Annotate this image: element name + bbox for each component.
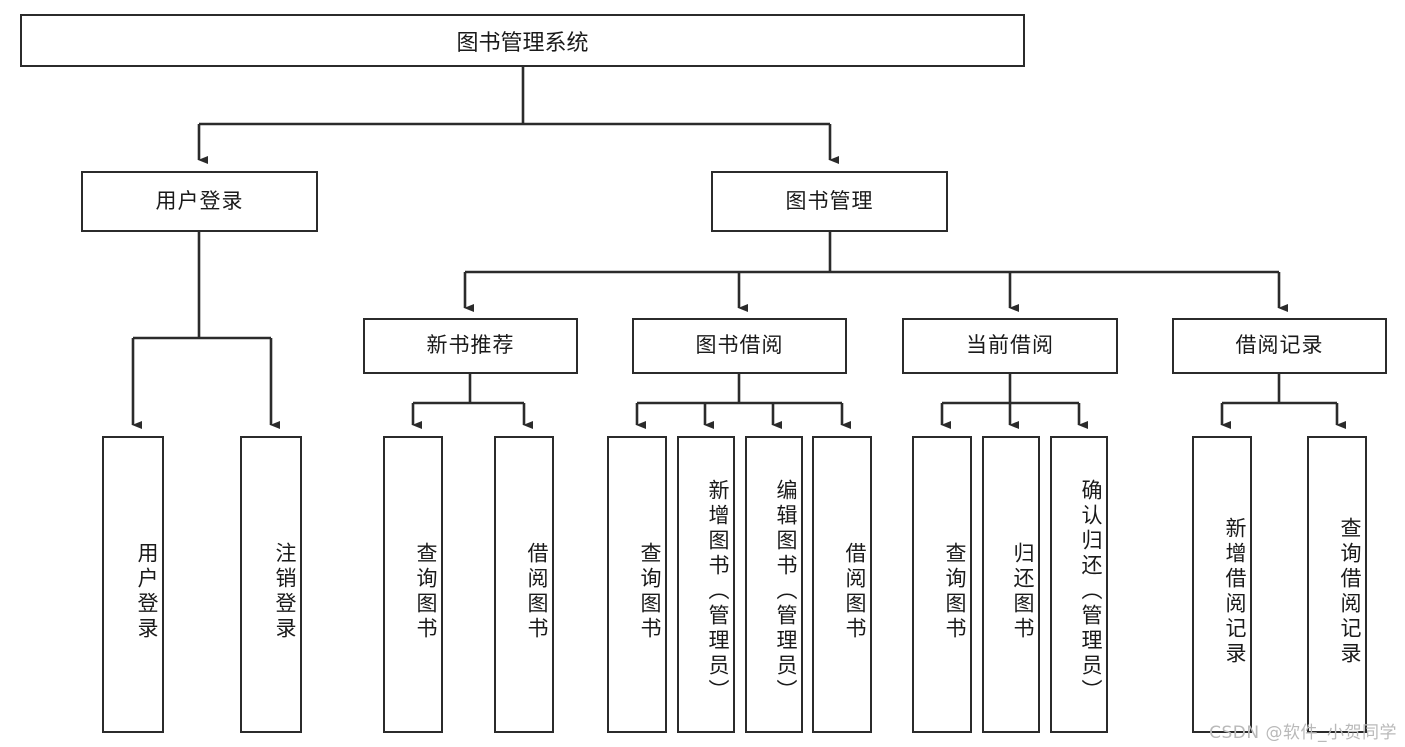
node-label: 当前借阅 (966, 333, 1054, 358)
node-label: 查询图书 (943, 541, 967, 642)
node-root-book-management-system[interactable]: 图书管理系统 (20, 14, 1025, 67)
leaf-new-book-query-book[interactable]: 查询图书 (383, 436, 443, 733)
node-label: 借阅图书 (525, 541, 549, 642)
node-label: 确认归还（管理员） (1079, 479, 1103, 704)
leaf-book-borrow-add-book-admin[interactable]: 新增图书（管理员） (677, 436, 735, 733)
node-label: 查询图书 (638, 541, 662, 642)
node-label: 图书管理系统 (456, 30, 589, 56)
watermark-text: CSDN @软件_小贺同学 (1209, 723, 1397, 743)
node-label: 图书借阅 (695, 333, 784, 358)
leaf-book-borrow-borrow-book[interactable]: 借阅图书 (812, 436, 872, 733)
node-label: 借阅记录 (1235, 333, 1324, 358)
leaf-user-login-logout[interactable]: 注销登录 (240, 436, 302, 733)
leaf-current-borrow-query-book[interactable]: 查询图书 (912, 436, 972, 733)
node-borrow-record[interactable]: 借阅记录 (1172, 318, 1387, 374)
leaf-new-book-borrow-book[interactable]: 借阅图书 (494, 436, 554, 733)
node-label: 新增图书（管理员） (706, 479, 730, 704)
node-label: 新增借阅记录 (1223, 516, 1247, 667)
node-label: 图书管理 (785, 188, 874, 213)
leaf-book-borrow-query-book[interactable]: 查询图书 (607, 436, 667, 733)
node-label: 用户登录 (155, 188, 244, 213)
node-current-borrow[interactable]: 当前借阅 (902, 318, 1118, 374)
node-label: 归还图书 (1011, 541, 1035, 642)
node-label: 借阅图书 (843, 541, 867, 642)
leaf-user-login-login[interactable]: 用户登录 (102, 436, 164, 733)
leaf-current-borrow-confirm-return-admin[interactable]: 确认归还（管理员） (1050, 436, 1108, 733)
leaf-current-borrow-return-book[interactable]: 归还图书 (982, 436, 1040, 733)
leaf-borrow-record-add-record[interactable]: 新增借阅记录 (1192, 436, 1252, 733)
leaf-borrow-record-query-record[interactable]: 查询借阅记录 (1307, 436, 1367, 733)
node-label: 编辑图书（管理员） (774, 479, 798, 704)
node-label: 新书推荐 (426, 333, 515, 358)
leaf-book-borrow-edit-book-admin[interactable]: 编辑图书（管理员） (745, 436, 803, 733)
node-label: 用户登录 (135, 541, 159, 642)
node-label: 查询借阅记录 (1338, 516, 1362, 667)
node-book-management[interactable]: 图书管理 (711, 171, 948, 232)
node-label: 注销登录 (273, 541, 297, 642)
node-label: 查询图书 (414, 541, 438, 642)
node-book-borrow[interactable]: 图书借阅 (632, 318, 847, 374)
node-new-book-recommend[interactable]: 新书推荐 (363, 318, 578, 374)
node-user-login[interactable]: 用户登录 (81, 171, 318, 232)
